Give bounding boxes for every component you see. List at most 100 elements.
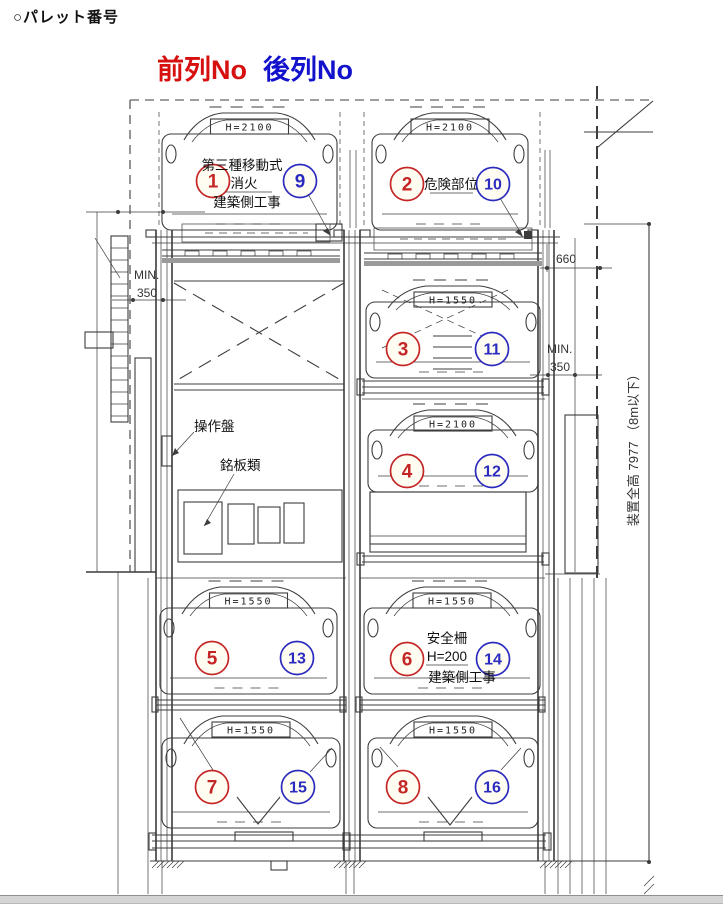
pallet-decks <box>148 378 552 851</box>
min-clearance-right-value: 350 <box>550 360 570 374</box>
car-mirror-left <box>165 144 177 164</box>
car3-grille-dashes <box>433 335 472 370</box>
dimension-total-height: 装置全高 7977 （8m以下） <box>626 368 641 526</box>
car-roof <box>387 285 519 309</box>
car-mirror-left <box>163 618 175 638</box>
front-row-number-2 <box>389 166 425 202</box>
front-row-number-3 <box>385 331 421 367</box>
back-row-number-1-label: 9 <box>295 172 306 193</box>
center-divider-lines <box>349 150 551 228</box>
car-windshield <box>393 593 511 617</box>
height-label-box <box>211 721 291 738</box>
back-row-number-7-label: 15 <box>289 780 307 797</box>
car-windshield <box>395 292 511 311</box>
car-mirror-left <box>367 618 379 638</box>
front-row-number-8 <box>385 769 421 805</box>
annotation-nameplates: 銘板類 <box>220 458 261 473</box>
car-note: 第三種移動式 <box>202 157 283 173</box>
car-mirror-right <box>513 144 525 164</box>
back-row-number-3-label: 11 <box>484 342 501 359</box>
front-row-number-7 <box>194 769 230 805</box>
car-body <box>365 301 541 379</box>
height-label: H=2100 <box>429 420 477 431</box>
back-row-number-8 <box>474 769 510 805</box>
car-note: 危険部位 <box>424 177 478 192</box>
front-row-number-5-label: 5 <box>207 649 218 670</box>
front-row-number-1-label: 1 <box>208 172 219 193</box>
car-roof <box>385 586 519 615</box>
back-row-number-5 <box>279 640 315 676</box>
min-clearance-left-value: 350 <box>137 286 157 300</box>
height-label-box <box>410 118 490 135</box>
car-roof <box>181 586 316 615</box>
annotation-operation-panel: 操作盤 <box>194 419 235 434</box>
front-row-number-1 <box>195 163 231 199</box>
car-windshield <box>191 119 308 143</box>
car-mirror-left <box>371 748 383 768</box>
wall-hatch-left <box>134 357 152 573</box>
height-label: H=1550 <box>429 726 477 737</box>
car-mirror-right <box>523 748 535 768</box>
front-row-number-8-label: 8 <box>398 778 409 799</box>
height-label-box <box>413 291 493 308</box>
car-body <box>161 737 341 829</box>
back-row-number-4 <box>474 453 510 489</box>
car-mirror-right <box>325 748 337 768</box>
row-legend: 前列No 後列No <box>0 48 723 85</box>
front-row-number-5 <box>194 640 230 676</box>
page-title: ○パレット番号 <box>13 9 120 26</box>
car-roof <box>389 715 517 745</box>
height-label-box <box>413 721 493 738</box>
car-roof <box>393 112 507 141</box>
front-row-number-7-label: 7 <box>207 778 218 799</box>
front-row-label: 前列No <box>157 55 247 85</box>
back-row-number-6-label: 14 <box>484 652 502 669</box>
height-label: H=1550 <box>428 597 476 608</box>
car-mirror-left <box>369 312 381 332</box>
car-note: 建築側工事 <box>213 195 281 210</box>
car-body <box>367 737 539 829</box>
x-brace <box>173 280 345 391</box>
car-note: 安全柵 <box>427 630 468 646</box>
overlay-details: 操作盤 銘板類 MIN. 350 MIN. 350 660 装置全高 7977 … <box>86 193 655 895</box>
leader-lines <box>171 193 532 773</box>
front-row-number-6-label: 6 <box>402 650 413 671</box>
car-mirror-right <box>322 618 334 638</box>
dimension-660: 660 <box>556 252 576 266</box>
height-label: H=2100 <box>426 123 474 134</box>
operation-panel-box <box>161 435 173 467</box>
back-row-number-8-label: 16 <box>483 780 501 797</box>
min-clearance-right-label: MIN. <box>547 342 572 356</box>
back-row-number-5-label: 13 <box>288 651 306 668</box>
car-roof <box>183 715 319 745</box>
car-pallet-5: H=1550 5 13 <box>159 580 338 695</box>
height-label: H=1550 <box>227 726 275 737</box>
height-label-box <box>413 415 493 432</box>
car-note: 建築側工事 <box>428 670 496 685</box>
car-mirror-right <box>525 312 537 332</box>
pallet-v-marks <box>236 796 473 826</box>
height-label: H=1550 <box>224 597 272 608</box>
back-row-number-2 <box>475 166 511 202</box>
back-row-number-7 <box>280 769 316 805</box>
car-pallet-8: H=1550 8 16 <box>367 709 539 829</box>
car-mirror-right <box>322 144 334 164</box>
car-mirror-left <box>371 440 383 460</box>
back-row-number-2-label: 10 <box>484 177 502 194</box>
car-roof <box>183 112 316 141</box>
height-label: H=1550 <box>429 296 477 307</box>
height-label: H=2100 <box>225 123 273 134</box>
car-pallet-7: H=1550 7 15 <box>161 709 341 829</box>
pallet-guide-dashes <box>158 112 541 228</box>
car-note: 消火 <box>231 176 258 191</box>
car-mirror-left <box>375 144 387 164</box>
ground-and-pit <box>117 572 649 894</box>
height-label-box <box>412 592 492 609</box>
